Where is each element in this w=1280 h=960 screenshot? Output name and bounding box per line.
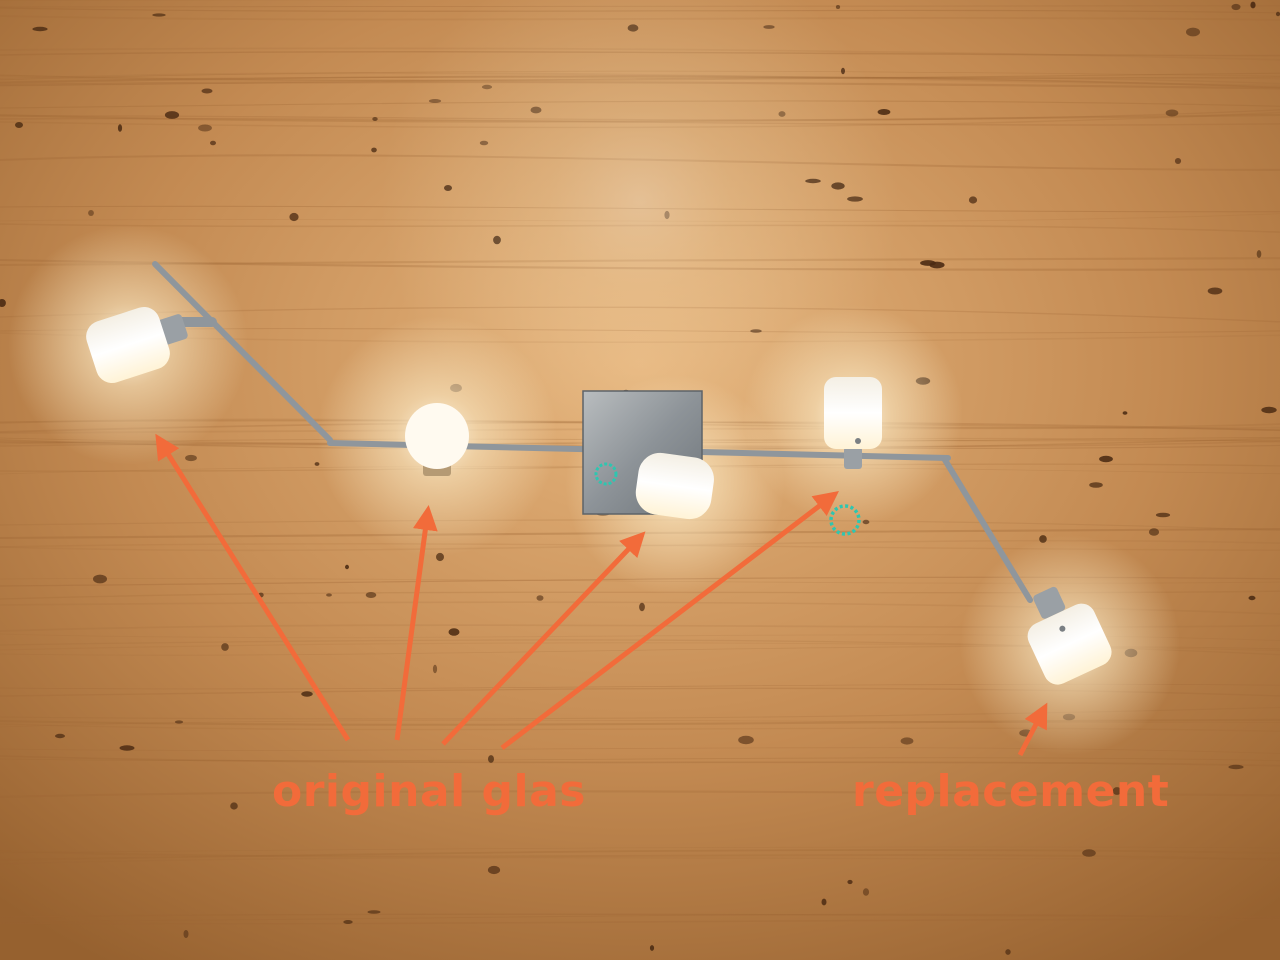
annotation-label-replacement: replacement [852,766,1170,817]
indicator-ring-icon [594,462,618,486]
arrow-to-lamp-center-left [394,505,438,741]
lamp-center-left [405,403,469,476]
indicator-reflection-icon [829,504,861,536]
arrow-to-lamp-center-right [500,490,839,750]
arrow-to-lamp-center [441,531,646,746]
annotation-label-original: original glas [272,766,586,817]
annotation-arrows [155,433,1048,757]
lamp-center [635,452,714,520]
arrow-to-lamp-replacement [1017,702,1048,757]
lamp-center-right [824,377,882,469]
arrow-to-lamp-left [155,433,351,742]
lamp-left [86,306,188,384]
lamp-replacement [1027,586,1112,685]
